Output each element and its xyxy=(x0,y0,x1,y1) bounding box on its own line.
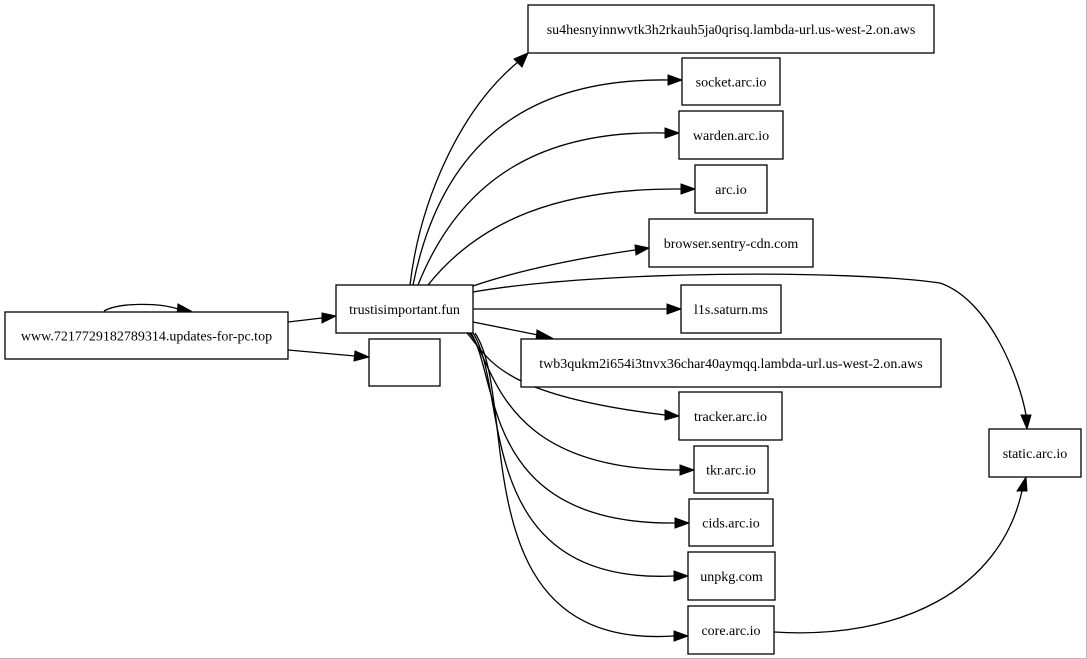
edge-line xyxy=(472,321,539,336)
nodes-layer: www.7217729182789314.updates-for-pc.top t… xyxy=(4,4,1082,655)
arrowhead-icon xyxy=(1020,414,1032,431)
node-label: browser.sentry-cdn.com xyxy=(664,237,799,252)
node-warden[interactable]: warden.arc.io xyxy=(678,110,784,160)
node-static[interactable]: static.arc.io xyxy=(988,428,1082,478)
node-arc[interactable]: arc.io xyxy=(694,164,768,214)
node-box xyxy=(678,391,783,441)
arrowhead-icon xyxy=(673,630,690,642)
edge-trust-to-cids xyxy=(470,332,691,529)
edge-trust-to-socket xyxy=(412,74,684,286)
node-box xyxy=(988,428,1082,478)
edge-line xyxy=(409,61,519,286)
node-box xyxy=(680,284,782,334)
arrowhead-icon xyxy=(1016,475,1028,492)
node-box xyxy=(681,57,781,106)
node-box xyxy=(527,4,935,54)
node-box xyxy=(4,311,289,360)
node-core[interactable]: core.arc.io xyxy=(687,605,775,655)
node-box xyxy=(368,338,441,387)
arrowhead-icon xyxy=(664,127,681,139)
edge-line xyxy=(470,332,676,524)
node-tkr[interactable]: tkr.arc.io xyxy=(693,445,769,494)
edge-trust-to-unpkg xyxy=(472,332,690,582)
node-tracker[interactable]: tracker.arc.io xyxy=(678,391,783,441)
arrowhead-icon xyxy=(679,464,696,476)
edge-www-to-blank xyxy=(287,349,371,362)
node-box xyxy=(648,218,814,268)
edge-line xyxy=(472,273,1027,416)
arrowhead-icon xyxy=(674,517,691,529)
node-label: unpkg.com xyxy=(700,570,763,585)
edge-trust-to-twb xyxy=(472,321,554,341)
node-label: su4hesnyinnwvtk3h2rkauh5ja0qrisq.lambda-… xyxy=(547,23,916,38)
arrowhead-icon xyxy=(513,52,529,68)
node-twb[interactable]: twb3qukm2i654i3tnvx36char40aymqq.lambda-… xyxy=(520,338,942,388)
node-box xyxy=(688,498,774,547)
node-trust[interactable]: trustisimportant.fun xyxy=(335,284,474,334)
node-label: twb3qukm2i654i3tnvx36char40aymqq.lambda-… xyxy=(539,357,922,372)
edge-trust-to-sentry xyxy=(472,244,651,287)
node-su4[interactable]: su4hesnyinnwvtk3h2rkauh5ja0qrisq.lambda-… xyxy=(527,4,935,54)
node-box xyxy=(335,284,474,334)
node-socket[interactable]: socket.arc.io xyxy=(681,57,781,106)
node-l1s[interactable]: l1s.saturn.ms xyxy=(680,284,782,334)
node-label: cids.arc.io xyxy=(702,517,760,532)
node-label: www.7217729182789314.updates-for-pc.top xyxy=(21,330,272,345)
node-label: warden.arc.io xyxy=(693,129,769,144)
node-label: l1s.saturn.ms xyxy=(694,303,768,318)
edge-line xyxy=(417,132,666,286)
node-box xyxy=(687,605,775,655)
node-box xyxy=(693,445,769,494)
edge-line xyxy=(474,332,675,638)
node-label: tkr.arc.io xyxy=(706,464,756,479)
edge-trust-to-warden xyxy=(417,127,681,286)
edge-line xyxy=(773,490,1023,634)
edge-line xyxy=(103,303,179,312)
edge-line xyxy=(427,188,682,286)
node-sentry[interactable]: browser.sentry-cdn.com xyxy=(648,218,814,268)
node-unpkg[interactable]: unpkg.com xyxy=(687,551,776,601)
edge-trust-to-core xyxy=(474,332,690,642)
edge-line xyxy=(472,249,636,287)
arrowhead-icon xyxy=(664,409,681,421)
node-label: trustisimportant.fun xyxy=(349,303,460,318)
node-box xyxy=(520,338,942,388)
node-blank[interactable] xyxy=(368,338,441,387)
node-label: arc.io xyxy=(715,183,746,198)
node-label: socket.arc.io xyxy=(696,76,767,91)
edge-trust-to-l1s xyxy=(473,303,683,315)
edges-layer xyxy=(103,52,1032,642)
node-www[interactable]: www.7217729182789314.updates-for-pc.top xyxy=(4,311,289,360)
edge-line xyxy=(287,317,323,323)
node-box xyxy=(678,110,784,160)
node-label: static.arc.io xyxy=(1003,447,1068,462)
arrowhead-icon xyxy=(353,350,371,362)
edge-www-to-trust xyxy=(287,312,338,324)
edge-trust-to-su4 xyxy=(409,52,529,286)
arrowhead-icon xyxy=(321,312,338,324)
node-label: core.arc.io xyxy=(701,624,760,639)
edge-trust-to-arc xyxy=(427,183,697,286)
edge-core-to-static xyxy=(773,475,1028,634)
arrowhead-icon xyxy=(634,244,651,256)
node-box xyxy=(694,164,768,214)
arrowhead-icon xyxy=(666,303,683,315)
arrowhead-icon xyxy=(680,183,697,195)
edge-line xyxy=(412,79,669,286)
arrowhead-icon xyxy=(673,570,690,582)
edge-trust-to-static xyxy=(472,273,1032,431)
node-cids[interactable]: cids.arc.io xyxy=(688,498,774,547)
edge-line xyxy=(287,349,356,357)
arrowhead-icon xyxy=(667,74,684,86)
node-box xyxy=(687,551,776,601)
edge-line xyxy=(472,332,675,577)
node-label: tracker.arc.io xyxy=(694,410,767,425)
